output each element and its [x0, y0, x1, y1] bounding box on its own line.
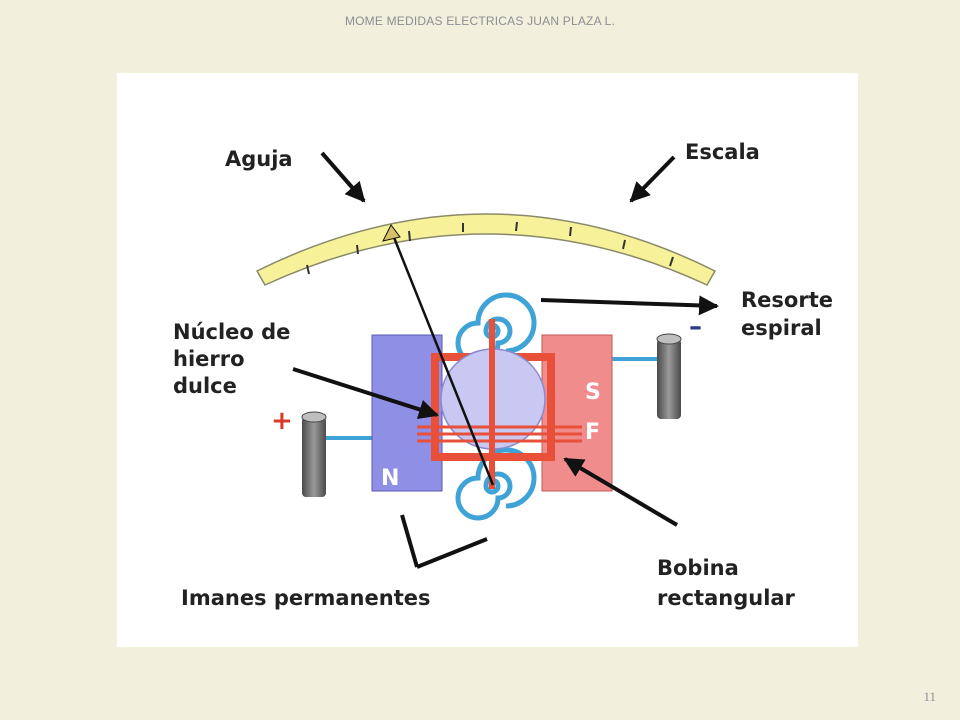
- north-pole-label: N: [381, 466, 399, 491]
- slide-header: MOME MEDIDAS ELECTRICAS JUAN PLAZA L.: [344, 14, 616, 28]
- south-pole-label: S: [585, 380, 601, 405]
- negative-sign: –: [689, 312, 702, 342]
- moving-coil-meter-illustration: + – N S F: [173, 140, 833, 610]
- needle-tip: [382, 224, 401, 242]
- needle: [389, 229, 495, 486]
- positive-terminal: [301, 411, 327, 497]
- label-core-line2: hierro: [173, 347, 245, 371]
- callout-arrows: [292, 151, 719, 569]
- scale-ticks: [306, 221, 674, 275]
- coil-windings: [417, 425, 582, 443]
- scale-arc: [255, 213, 717, 286]
- label-spring-line2: espiral: [741, 316, 822, 340]
- label-core-line3: dulce: [173, 374, 237, 398]
- force-label: F: [585, 420, 600, 445]
- label-needle: Aguja: [225, 147, 293, 171]
- label-scale: Escala: [685, 140, 760, 164]
- negative-terminal: [656, 333, 682, 419]
- meter-diagram: + – N S F: [117, 73, 858, 647]
- label-core-line1: Núcleo de: [173, 320, 290, 344]
- positive-sign: +: [271, 406, 293, 436]
- label-coil-line1: Bobina: [657, 556, 739, 580]
- page-number: 11: [923, 689, 936, 704]
- label-coil-line2: rectangular: [657, 586, 796, 610]
- label-spring-line1: Resorte: [741, 288, 833, 312]
- pivot-shaft: [489, 319, 495, 489]
- label-magnets: Imanes permanentes: [181, 586, 430, 610]
